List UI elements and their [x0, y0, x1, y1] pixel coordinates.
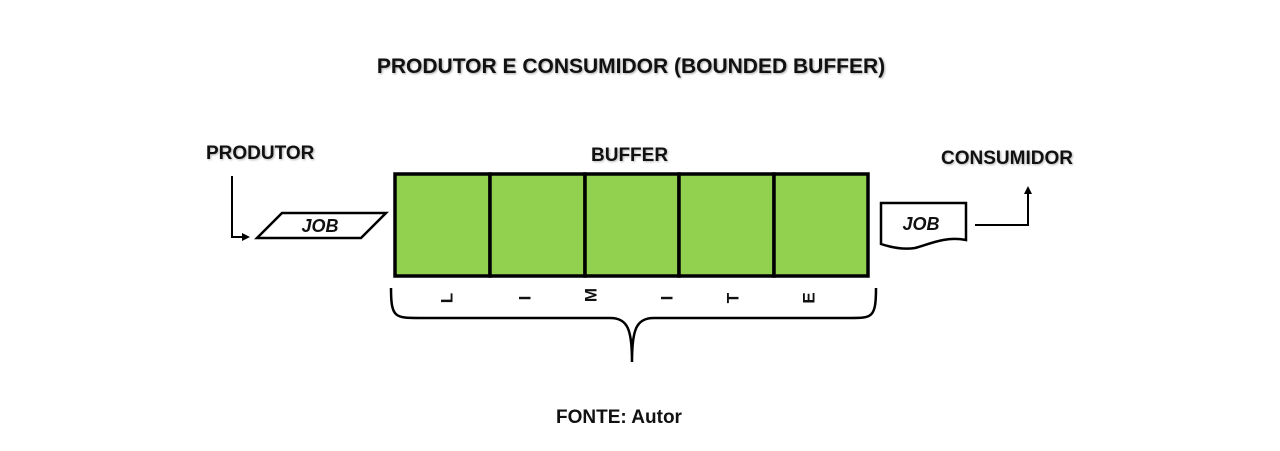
buffer-slot [583, 172, 681, 278]
limit-letter: L [438, 293, 457, 303]
buffer [393, 172, 870, 278]
buffer-slot [393, 172, 492, 278]
buffer-label: BUFFER [591, 145, 669, 166]
limit-letter: M [582, 288, 601, 302]
limit-letter: T [724, 292, 743, 303]
source-caption: FONTE: Autor [556, 407, 682, 428]
diagram-title: PRODUTOR E CONSUMIDOR (BOUNDED BUFFER) [376, 55, 886, 78]
producer-job-label: JOB [301, 216, 338, 236]
limit-letter: I [658, 296, 677, 301]
buffer-slot [772, 172, 870, 278]
limit-letters: L I M I T E [438, 288, 819, 304]
consumer-arrow [975, 186, 1032, 226]
producer-arrow [231, 176, 250, 241]
consumer-job-shape: JOB [879, 201, 968, 250]
producer-label: PRODUTOR [206, 143, 315, 164]
consumer-job-label: JOB [902, 214, 939, 234]
limit-brace [389, 287, 878, 363]
consumer-label: CONSUMIDOR [941, 148, 1073, 169]
buffer-slot [677, 172, 776, 278]
buffer-slot [488, 172, 587, 278]
limit-letter: E [800, 292, 819, 303]
producer-job-shape: JOB [253, 211, 390, 240]
limit-letter: I [516, 296, 535, 301]
